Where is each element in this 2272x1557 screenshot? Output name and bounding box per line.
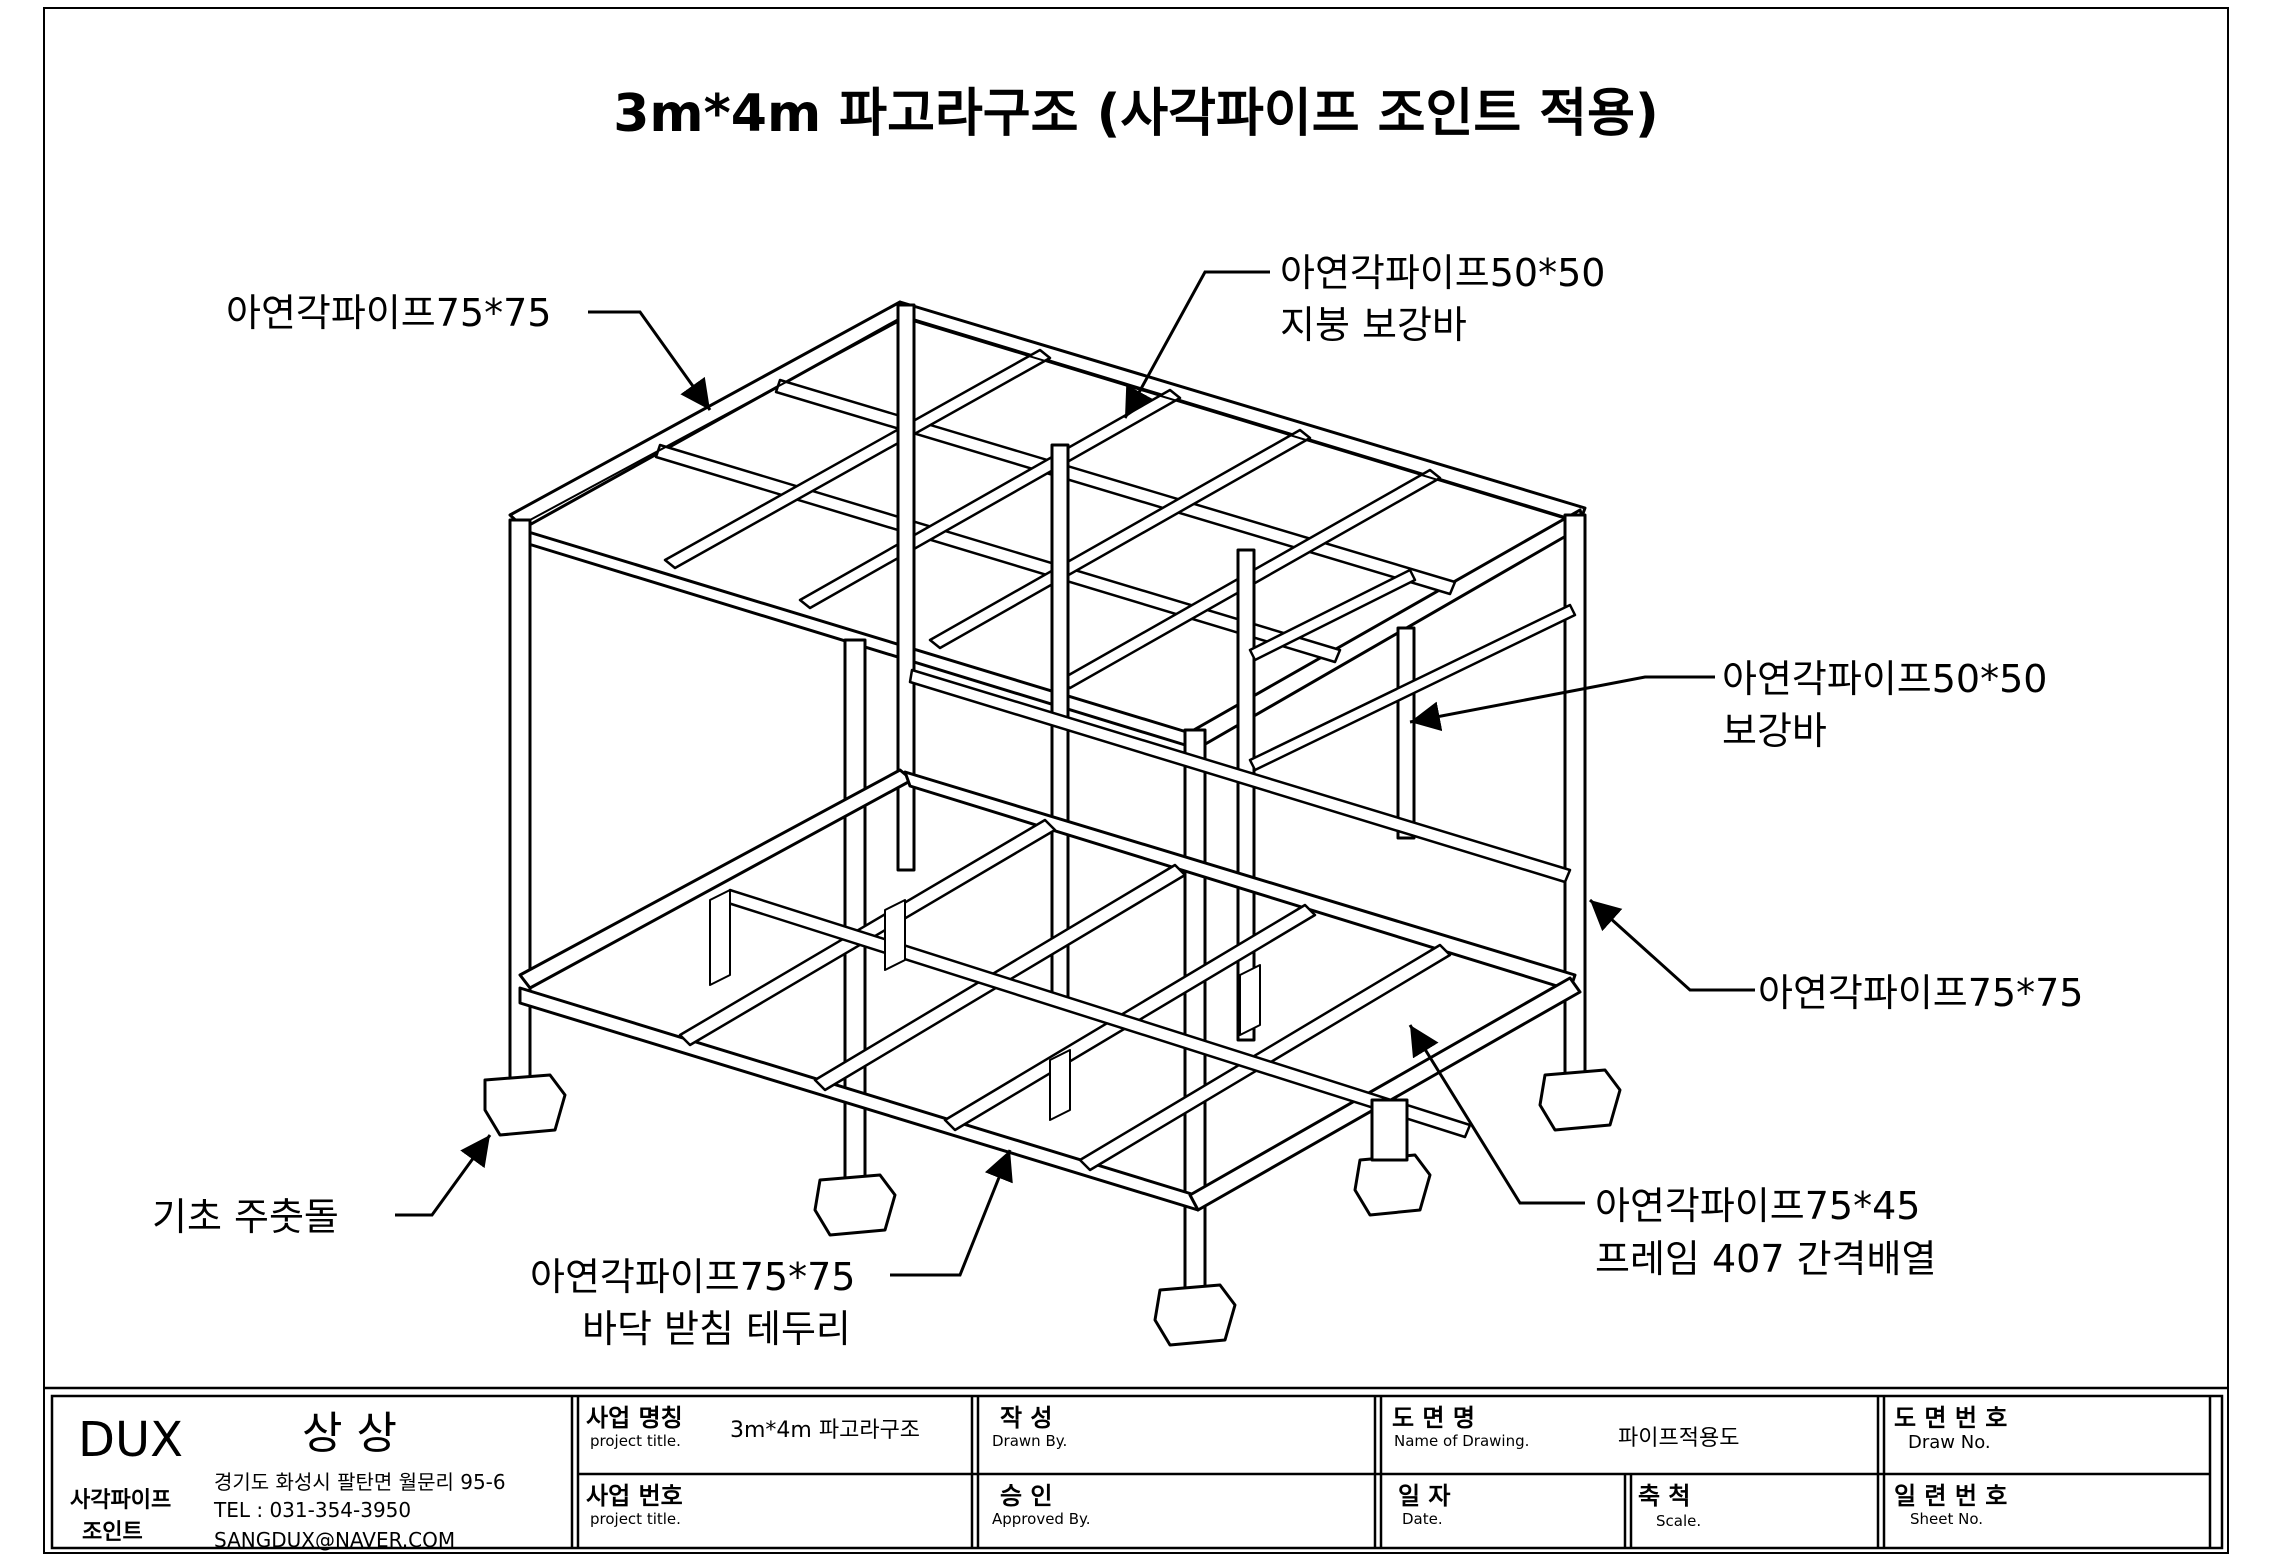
company-logo: DUX	[78, 1412, 183, 1468]
project-no-label: 사업 번호	[586, 1482, 683, 1510]
callout-floor-pipe: 아연각파이프75*75	[530, 1255, 856, 1299]
foundation-stones	[483, 1068, 1622, 1347]
callout-floor-border: 바닥 받침 테두리	[582, 1307, 851, 1351]
drawing-name-label-en: Name of Drawing.	[1394, 1432, 1530, 1450]
callout-frame-spacing: 프레임 407 간격배열	[1595, 1237, 1937, 1281]
sheet-no-label: 일 련 번 호	[1894, 1482, 2008, 1510]
date-label: 일 자	[1398, 1482, 1451, 1510]
company-tel: TEL : 031-354-3950	[214, 1498, 412, 1522]
callout-frame-pipe: 아연각파이프75*45	[1595, 1184, 1921, 1228]
drawing-name-value: 파이프적용도	[1618, 1426, 1740, 1451]
pergola-structure	[483, 300, 1622, 1347]
callout-roof-bar: 지붕 보강바	[1280, 303, 1467, 347]
sheet-no-label-en: Sheet No.	[1910, 1510, 1984, 1528]
callout-roof-pipe: 아연각파이프50*50	[1280, 251, 1606, 295]
project-no-label-en: project title.	[590, 1510, 681, 1528]
date-label-en: Date.	[1402, 1510, 1443, 1528]
company-name: 상 상	[302, 1408, 397, 1459]
drawing-no-label-en: Draw No.	[1908, 1432, 1991, 1453]
company-address: 경기도 화성시 팔탄면 월문리 95-6	[214, 1470, 506, 1494]
drawn-by-label: 작 성	[1000, 1404, 1053, 1432]
sheet-border	[43, 7, 2229, 1554]
title-block-grid	[44, 1386, 2228, 1550]
callout-post: 아연각파이프75*75	[1758, 971, 2084, 1015]
roof-perimeter-beams	[508, 300, 1587, 752]
side-reinforcement	[908, 568, 1577, 884]
callout-side-bar: 보강바	[1722, 709, 1827, 753]
drawing-title: 3m*4m 파고라구조 (사각파이프 조인트 적용)	[613, 84, 1659, 144]
project-name-label-en: project title.	[590, 1432, 681, 1450]
scale-label: 축 척	[1638, 1482, 1691, 1510]
scale-label-en: Scale.	[1656, 1512, 1702, 1530]
callout-foundation: 기초 주춧돌	[152, 1195, 339, 1239]
brand-line-2: 조인트	[82, 1520, 143, 1545]
company-email: SANGDUX@NAVER.COM	[214, 1528, 456, 1552]
callout-top-left: 아연각파이프75*75	[226, 291, 552, 335]
floor-frame-bars	[678, 818, 1472, 1172]
brand-line-1: 사각파이프	[70, 1488, 172, 1513]
approved-by-label-en: Approved By.	[992, 1510, 1091, 1528]
callout-side-pipe: 아연각파이프50*50	[1722, 657, 2048, 701]
approved-by-label: 승 인	[1000, 1482, 1053, 1510]
leader-lines	[395, 270, 1755, 1277]
project-name-label: 사업 명칭	[586, 1404, 683, 1432]
drawn-by-label-en: Drawn By.	[992, 1432, 1068, 1450]
drawing-no-label: 도 면 번 호	[1894, 1404, 2008, 1432]
drawing-name-label: 도 면 명	[1392, 1404, 1475, 1432]
project-name-value: 3m*4m 파고라구조	[730, 1418, 921, 1443]
floor-supports	[709, 889, 1261, 1121]
